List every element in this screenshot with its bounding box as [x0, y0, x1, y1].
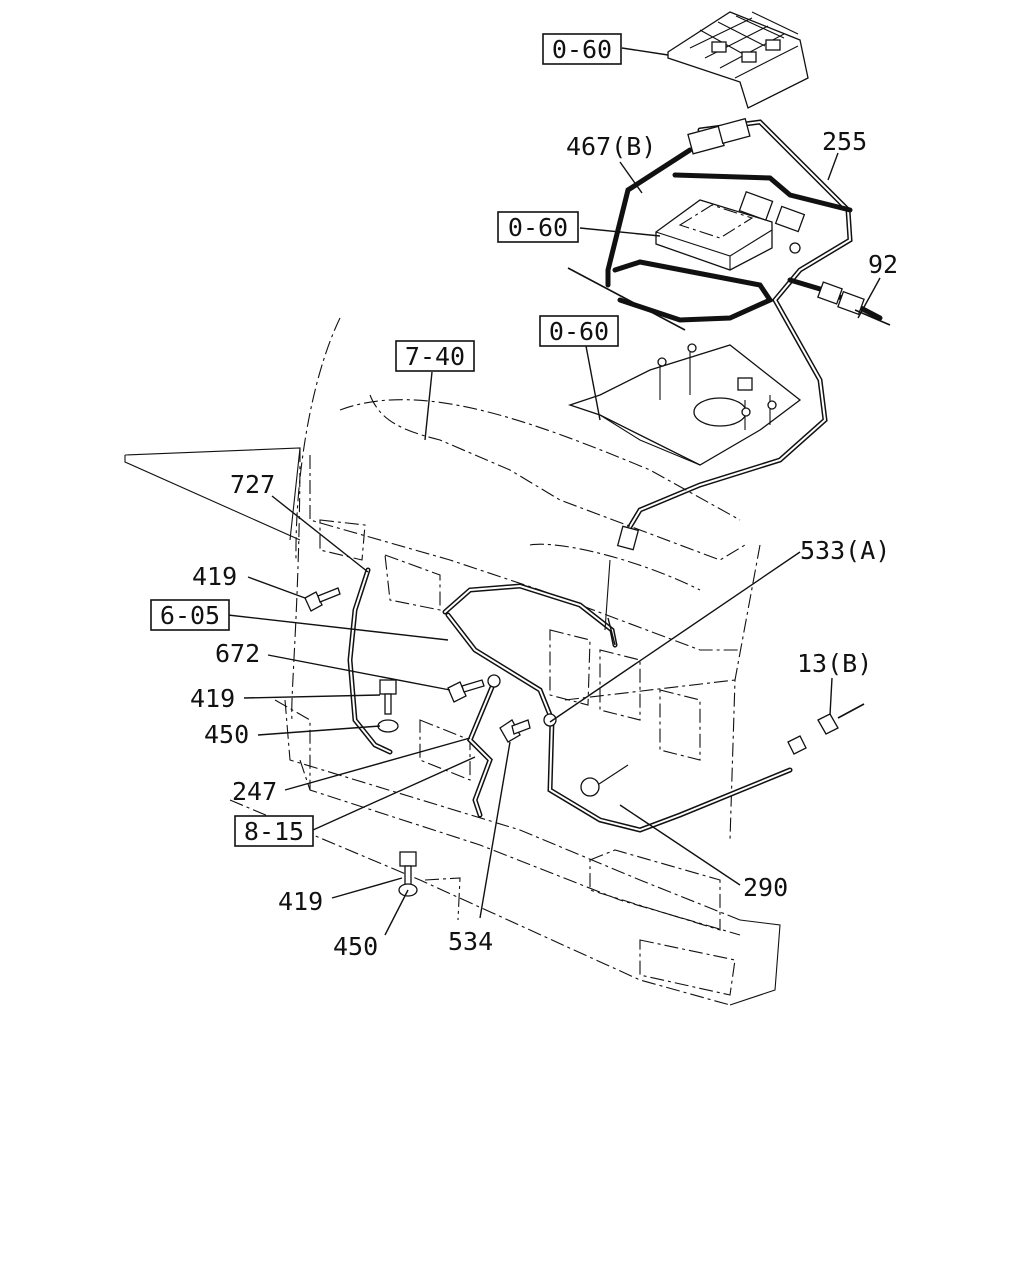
- svg-text:6-05: 6-05: [160, 601, 220, 630]
- label-419-mid: 419: [190, 684, 235, 713]
- label-247: 247: [232, 777, 277, 806]
- washer-450-mid: [377, 719, 399, 733]
- label-534: 534: [448, 927, 493, 956]
- bolt-419-upper: [304, 587, 341, 612]
- label-467b: 467(B): [566, 132, 656, 161]
- bolt-672: [447, 679, 485, 703]
- bolt-419-lower: [399, 851, 417, 887]
- mounting-bracket-lower: [567, 343, 802, 466]
- leader-lines: [227, 47, 881, 936]
- svg-text:0-60: 0-60: [552, 35, 612, 64]
- ecu-module: [655, 199, 773, 271]
- label-450-lower: 450: [333, 932, 378, 961]
- label-290: 290: [743, 873, 788, 902]
- bolt-419-mid: [379, 679, 397, 715]
- relay-bracket-top: [667, 11, 809, 109]
- washer-hose-system: [347, 525, 793, 833]
- label-92: 92: [868, 250, 898, 279]
- sensor-13b: [787, 703, 865, 755]
- ref-box-0-60-mid[interactable]: 0-60: [497, 211, 579, 243]
- label-672: 672: [215, 639, 260, 668]
- svg-text:0-60: 0-60: [549, 317, 609, 346]
- label-419-lower: 419: [278, 887, 323, 916]
- label-533a: 533(A): [800, 536, 890, 565]
- bolt-534: [499, 719, 531, 743]
- svg-text:0-60: 0-60: [508, 213, 568, 242]
- ref-box-0-60-low[interactable]: 0-60: [539, 315, 619, 347]
- ref-box-6-05[interactable]: 6-05: [150, 599, 230, 631]
- fasteners: [304, 309, 891, 897]
- wiring-harness-upper: [567, 117, 883, 533]
- label-450-mid: 450: [204, 720, 249, 749]
- ref-box-7-40[interactable]: 7-40: [395, 340, 475, 372]
- label-255: 255: [822, 127, 867, 156]
- svg-text:8-15: 8-15: [244, 817, 304, 846]
- ref-box-0-60-top[interactable]: 0-60: [542, 33, 622, 65]
- label-419-upper: 419: [192, 562, 237, 591]
- label-727: 727: [230, 470, 275, 499]
- svg-text:7-40: 7-40: [405, 342, 465, 371]
- label-13b: 13(B): [797, 649, 872, 678]
- grommet-290: [580, 764, 629, 797]
- ref-box-8-15[interactable]: 8-15: [234, 815, 314, 847]
